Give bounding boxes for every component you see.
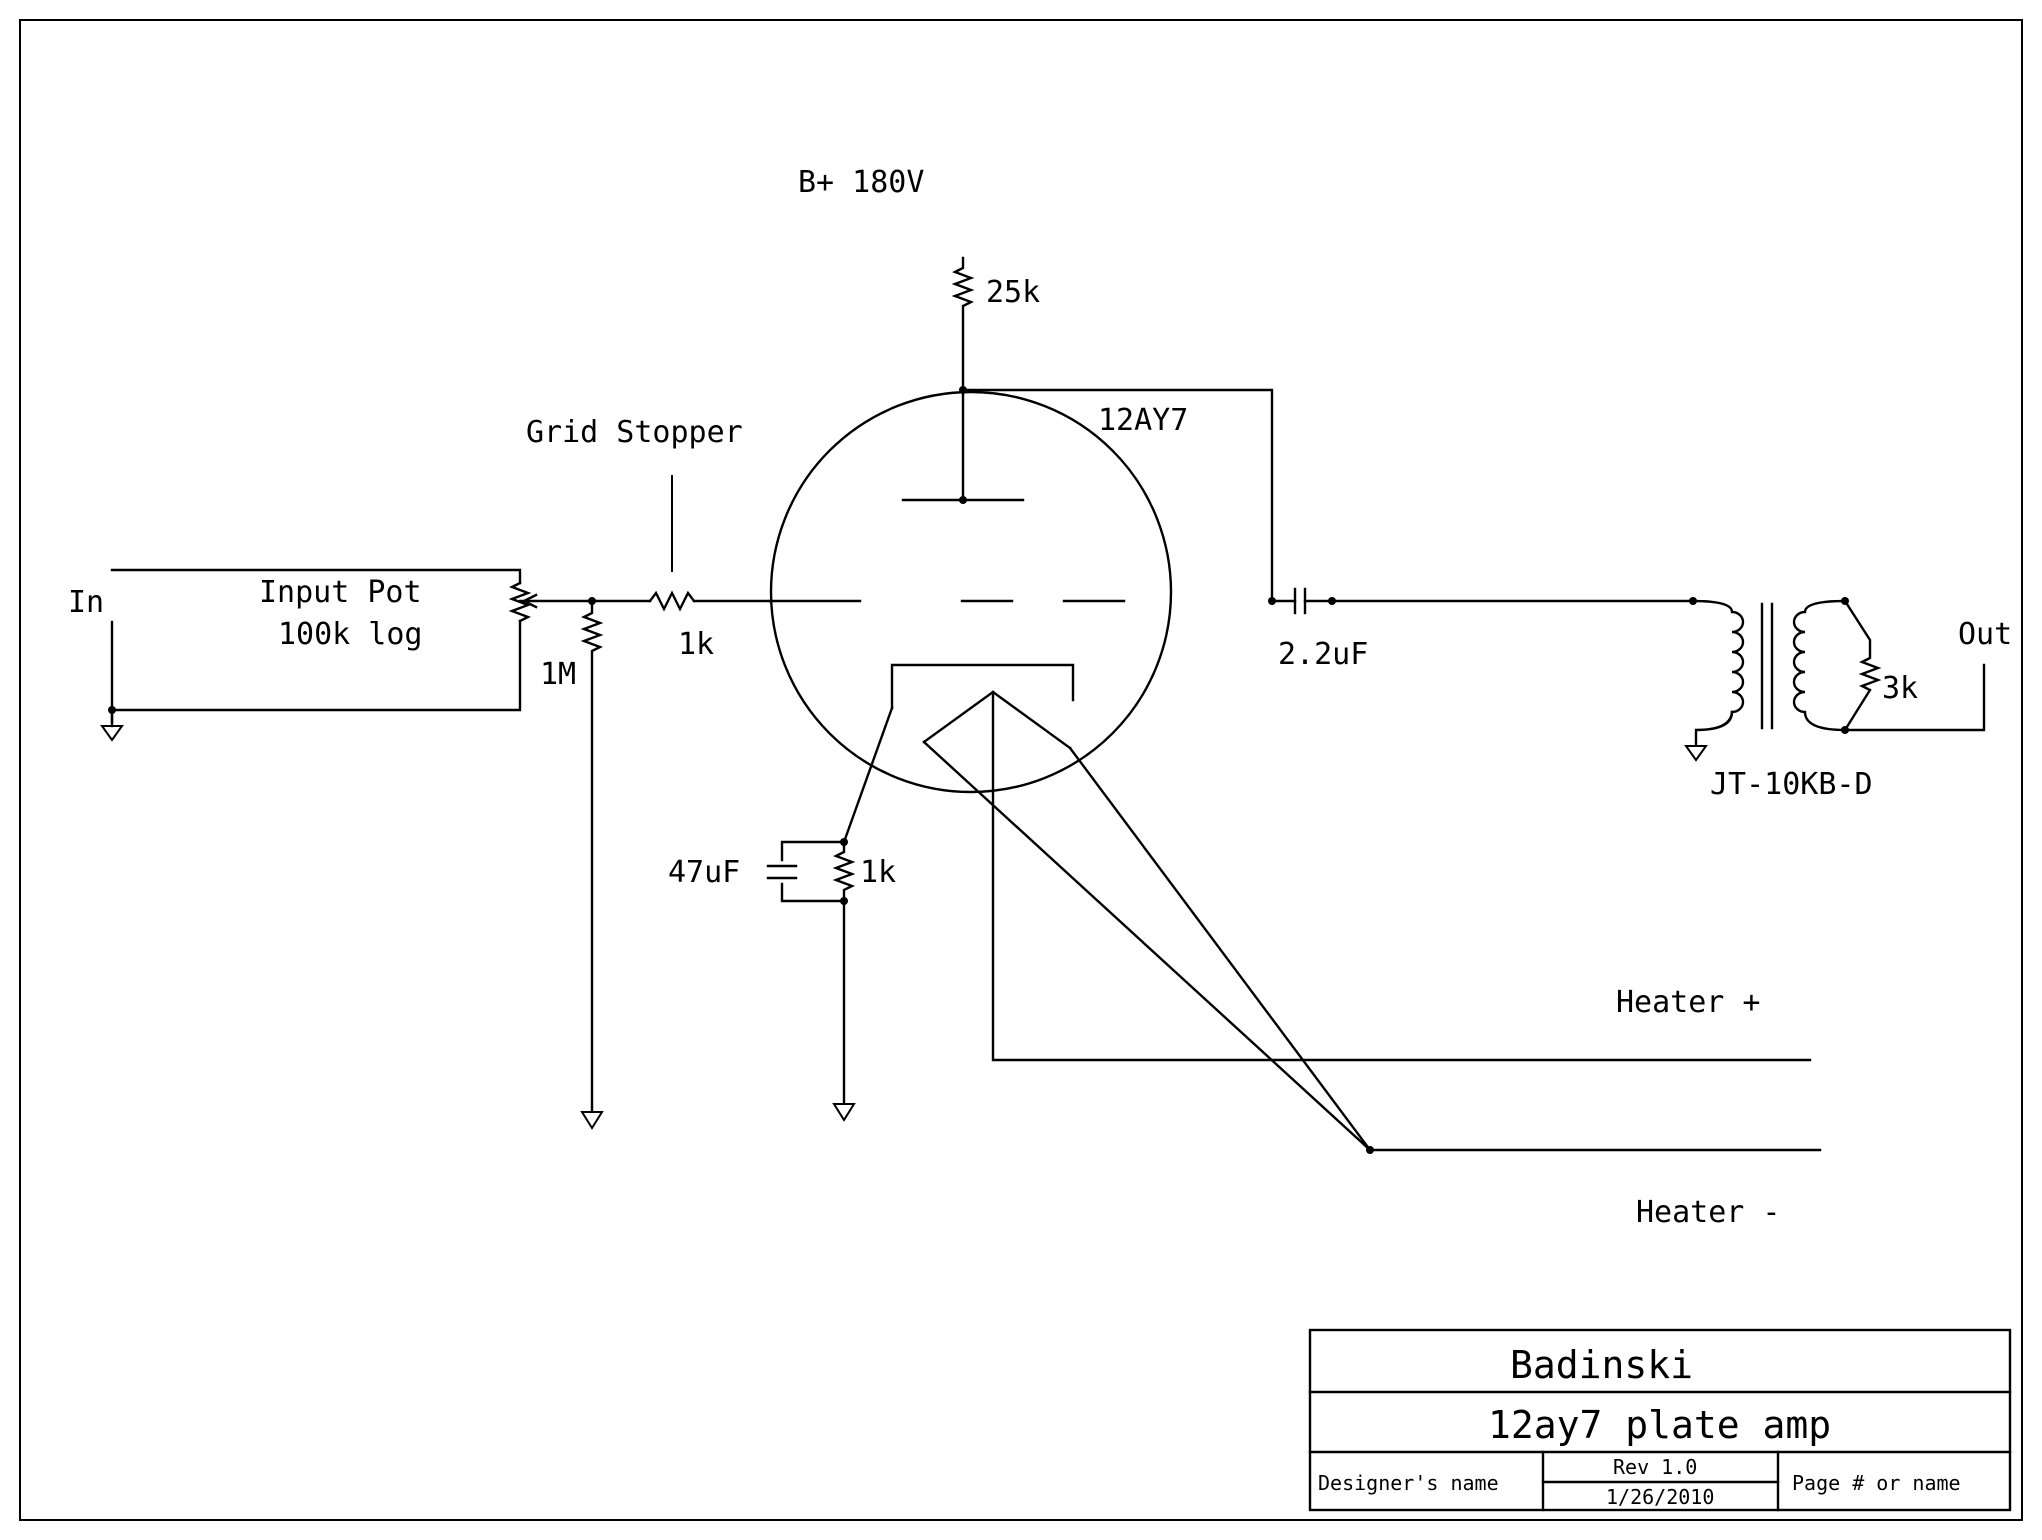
plate-resistor-label: 25k xyxy=(986,275,1040,310)
cathode-cap-label: 47uF xyxy=(668,855,740,890)
tube-cathode xyxy=(890,663,1075,710)
title-block-designer: Designer's name xyxy=(1318,1471,1499,1495)
title-block-rev: Rev 1.0 xyxy=(1613,1455,1697,1479)
title-block-title: 12ay7 plate amp xyxy=(1488,1403,1831,1447)
title-block-page: Page # or name xyxy=(1792,1471,1961,1495)
plate-resistor xyxy=(951,256,975,394)
input-pot-label-line1: Input Pot xyxy=(259,575,422,610)
output-transformer xyxy=(1684,597,1986,762)
cathode-network xyxy=(766,838,856,1122)
transformer-ground-icon xyxy=(1684,745,1708,762)
input-network xyxy=(100,475,772,1130)
load-resistor-label: 3k xyxy=(1882,671,1918,706)
title-block: Badinski 12ay7 plate amp Designer's name… xyxy=(1308,1328,2012,1512)
grid-stopper-resistor xyxy=(648,590,696,612)
grid-leak-ground-icon xyxy=(580,1111,604,1130)
tube-envelope xyxy=(769,390,1173,794)
cathode-ground-icon xyxy=(832,1103,856,1122)
input-ground-icon xyxy=(100,708,124,742)
tube-label: 12AY7 xyxy=(1098,403,1188,438)
grid-stopper-title: Grid Stopper xyxy=(526,415,743,450)
drawing-frame xyxy=(19,19,2023,1521)
cathode-resistor xyxy=(832,840,856,1104)
grid-stopper-value: 1k xyxy=(678,627,714,662)
grid-leak-resistor xyxy=(580,599,604,1112)
transformer-label: JT-10KB-D xyxy=(1710,767,1873,802)
coupling-cap-label: 2.2uF xyxy=(1278,637,1368,672)
coupling-capacitor xyxy=(1270,587,1697,615)
heater-plus-label: Heater + xyxy=(1616,985,1761,1020)
title-block-company: Badinski xyxy=(1510,1343,1693,1387)
grid-leak-label: 1M xyxy=(540,657,576,692)
heater-leads xyxy=(922,690,1822,1154)
b-plus-label: B+ 180V xyxy=(798,165,924,200)
output-label: Out xyxy=(1958,617,2012,652)
load-resistor xyxy=(1843,599,1882,732)
heater-minus-label: Heater - xyxy=(1636,1195,1781,1230)
cathode-resistor-label: 1k xyxy=(860,855,896,890)
tube-heater xyxy=(922,690,1072,750)
input-pot-label-line2: 100k log xyxy=(278,617,423,652)
plate-load xyxy=(951,256,1276,605)
input-label: In xyxy=(68,585,104,620)
tube-12ay7 xyxy=(768,390,1173,844)
title-block-date: 1/26/2010 xyxy=(1606,1485,1714,1509)
